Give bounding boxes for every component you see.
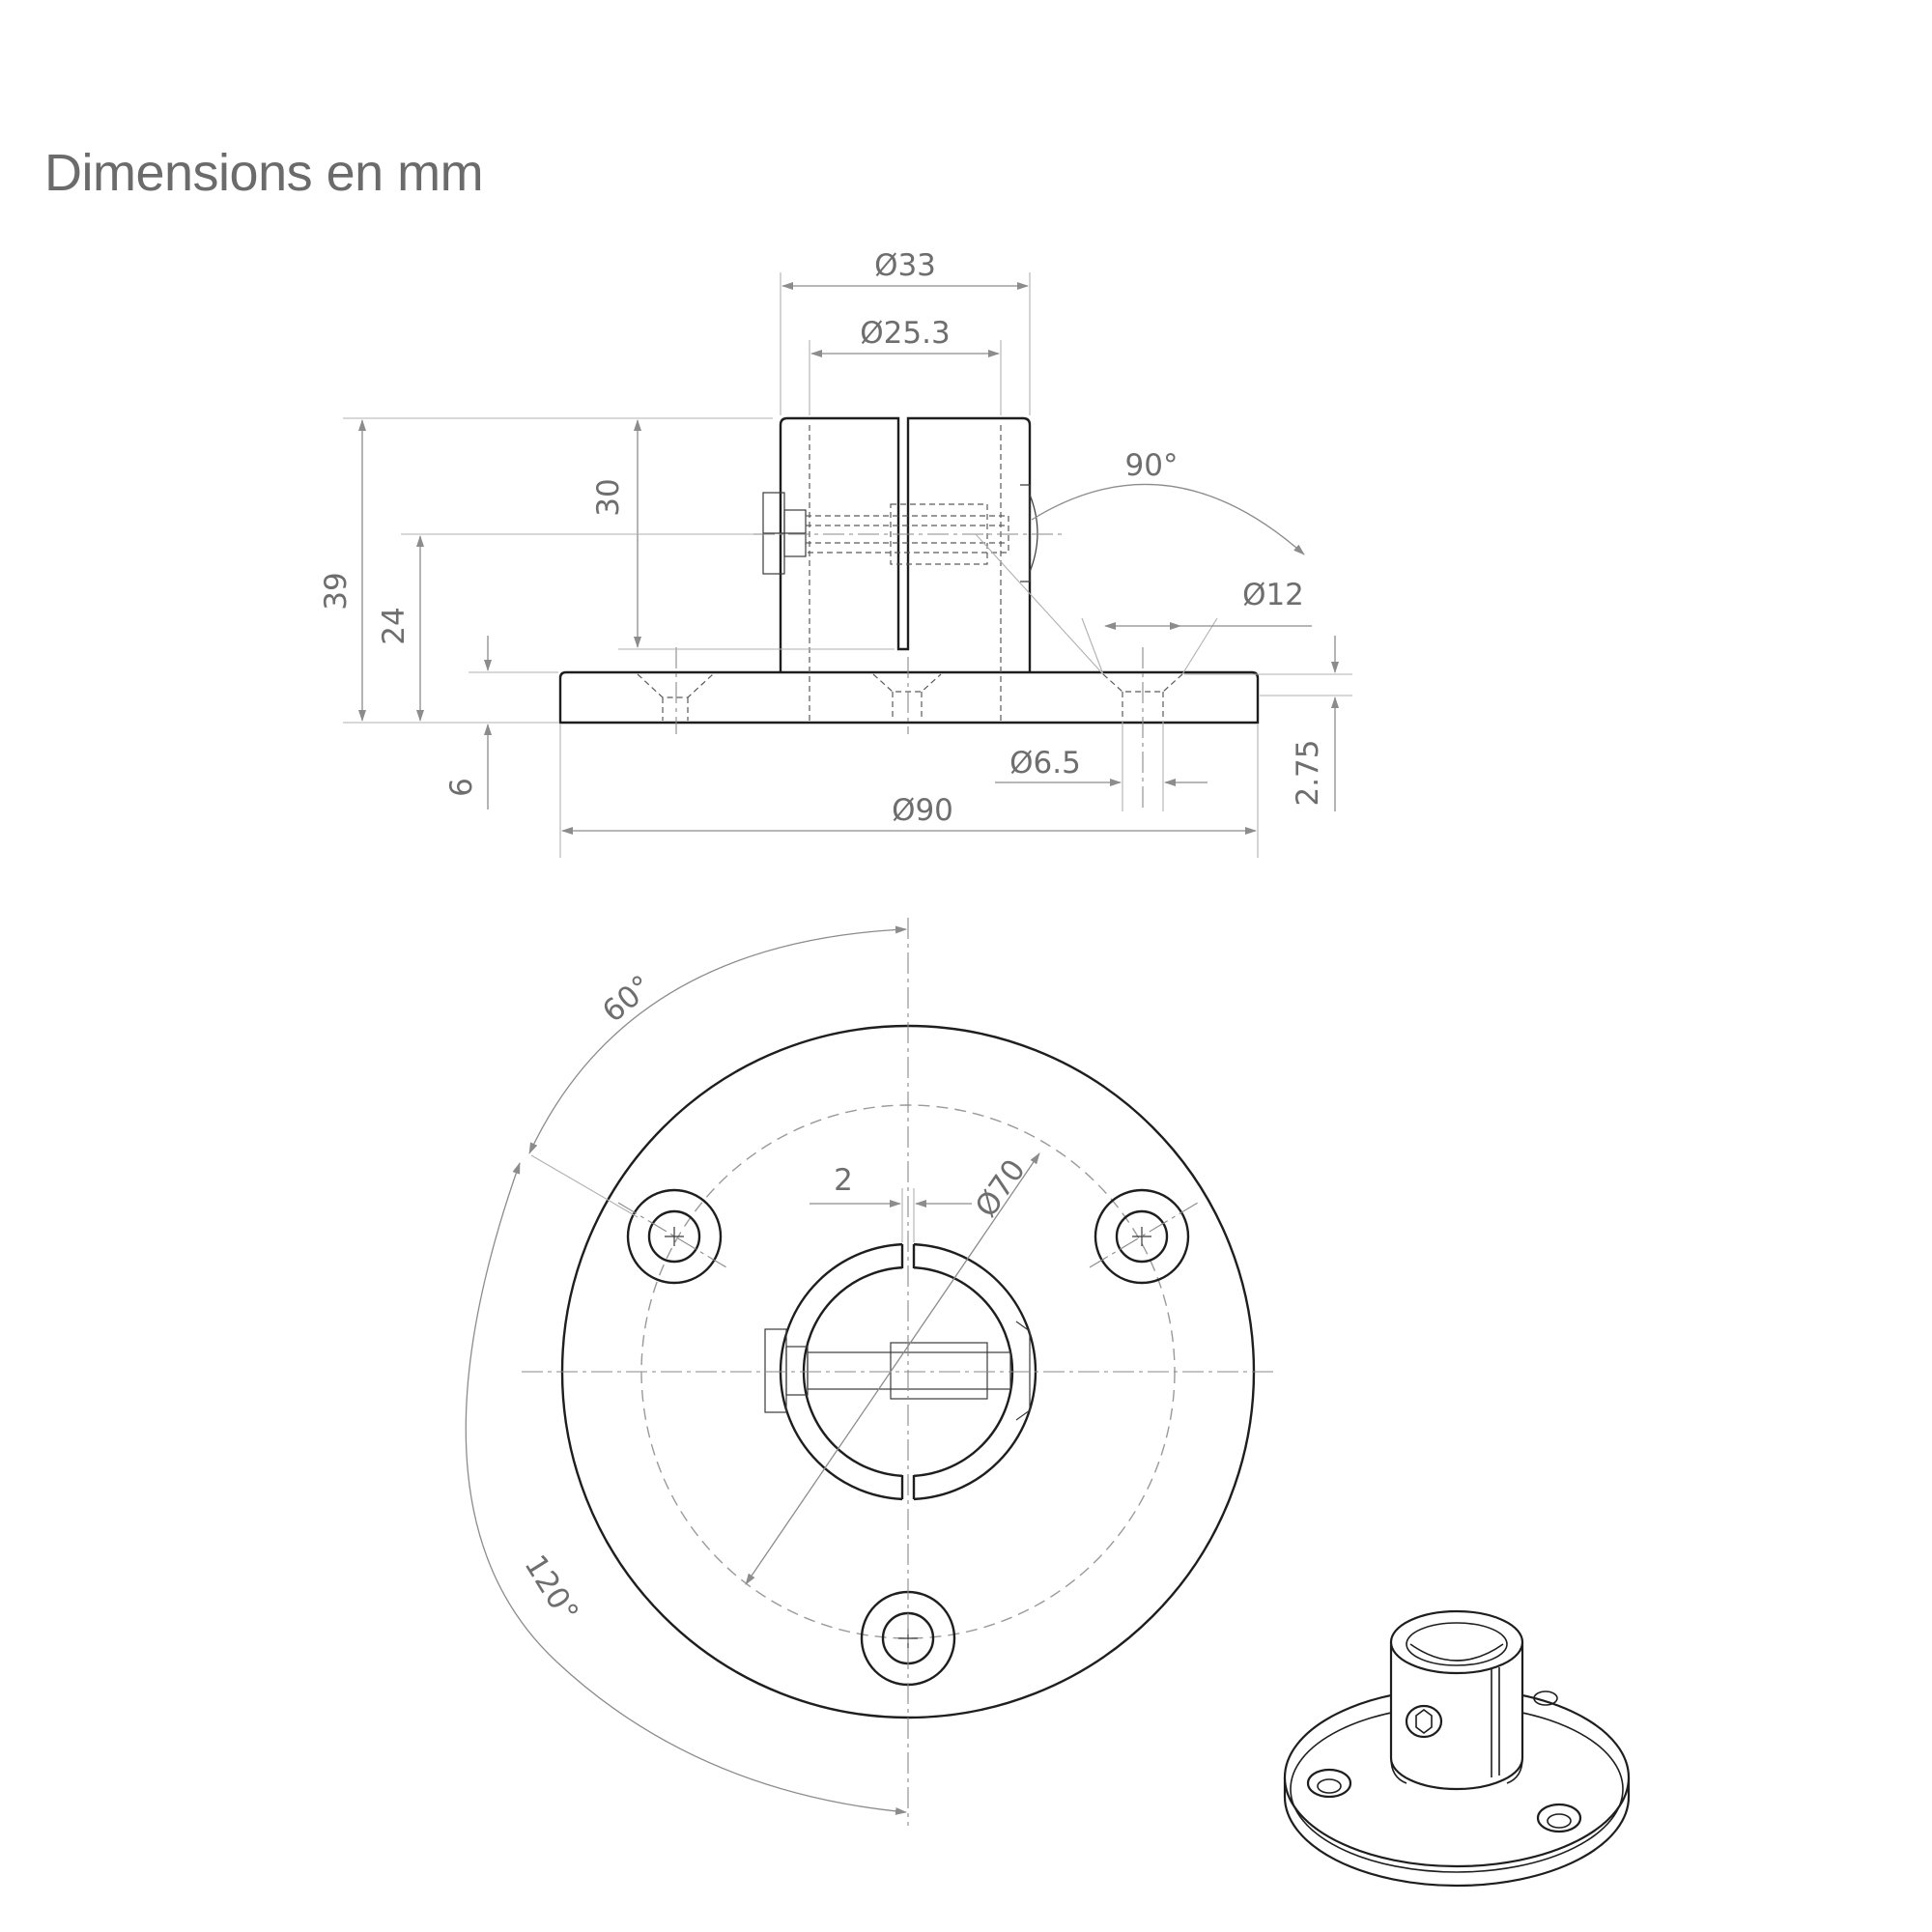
iso-tube-top bbox=[1389, 1609, 1524, 1675]
mount-hole-right bbox=[1094, 1188, 1190, 1285]
dim-label-60deg: 60° bbox=[596, 969, 659, 1030]
hex-socket-icon bbox=[1415, 1709, 1433, 1734]
isometric-view bbox=[1283, 1609, 1631, 1888]
centerline-hole-right bbox=[1089, 1202, 1199, 1268]
dim-arc-90 bbox=[1031, 483, 1305, 555]
dim-label-90deg: 90° bbox=[1125, 448, 1179, 483]
dim-label-30: 30 bbox=[591, 478, 626, 516]
cone-extension-right bbox=[1181, 617, 1218, 675]
cone-line bbox=[975, 533, 1104, 675]
dim-label-d70: Ø70 bbox=[969, 1153, 1033, 1224]
side-view: Ø33 Ø25.3 90° 30 39 24 6 Ø12 bbox=[319, 248, 1352, 858]
mount-hole-left bbox=[626, 1188, 723, 1285]
iso-tube-bore bbox=[1406, 1622, 1508, 1666]
cone-extension-left bbox=[1081, 617, 1104, 675]
nut-right bbox=[1020, 484, 1038, 582]
dim-label-6: 6 bbox=[444, 778, 479, 797]
iso-hole-left-inner bbox=[1317, 1778, 1342, 1794]
countersink-center bbox=[872, 673, 942, 721]
iso-tube-inner-wall bbox=[1409, 1643, 1504, 1662]
dim-line-d70 bbox=[745, 1152, 1040, 1585]
dim-label-gap2: 2 bbox=[834, 1163, 853, 1198]
tube-left-half bbox=[779, 416, 1032, 672]
dim-label-24: 24 bbox=[377, 607, 412, 644]
ext-60-radial bbox=[530, 1154, 639, 1218]
iso-hole-right-inner bbox=[1547, 1813, 1572, 1829]
page-title: Dimensions en mm bbox=[44, 144, 484, 202]
screw-shaft bbox=[805, 503, 1009, 565]
screw-head-left bbox=[762, 492, 807, 575]
iso-tube-fillet bbox=[1390, 1757, 1523, 1784]
dim-label-39: 39 bbox=[319, 572, 354, 610]
dim-arc-60 bbox=[528, 925, 907, 1154]
countersink-left bbox=[637, 673, 714, 721]
iso-tube-body bbox=[1389, 1642, 1524, 1791]
dim-arc-120 bbox=[465, 1162, 907, 1815]
dim-label-d90: Ø90 bbox=[892, 793, 953, 828]
iso-screw-head bbox=[1405, 1704, 1443, 1739]
dim-label-d33: Ø33 bbox=[874, 248, 936, 283]
dim-label-d25: Ø25.3 bbox=[860, 316, 950, 351]
dim-label-d12: Ø12 bbox=[1242, 578, 1304, 612]
dim-label-2_75: 2.75 bbox=[1291, 739, 1325, 806]
dim-label-d6_5: Ø6.5 bbox=[1009, 746, 1081, 781]
iso-hole-back bbox=[1533, 1690, 1558, 1706]
base-flange-outline bbox=[558, 670, 1260, 724]
top-view: 60° 120° 2 Ø70 bbox=[465, 918, 1275, 1826]
dim-label-120deg: 120° bbox=[517, 1548, 584, 1628]
countersink-right bbox=[1102, 673, 1183, 721]
